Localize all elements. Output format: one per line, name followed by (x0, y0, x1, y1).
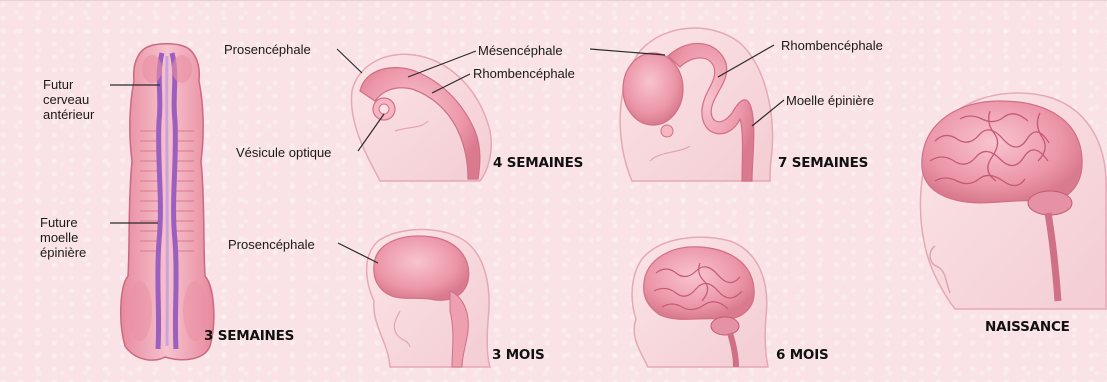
label-prosencephale-3m: Prosencéphale (228, 237, 315, 252)
embryo-4-weeks (337, 49, 491, 181)
label-line: épinière (40, 245, 86, 260)
label-line: moelle (40, 230, 86, 245)
fetus-3-months (338, 229, 490, 367)
label-line: Future (40, 215, 86, 230)
embryo-3-weeks (110, 44, 214, 360)
label-line: antérieur (43, 107, 94, 122)
label-futur-cerveau: Futur cerveau antérieur (43, 77, 94, 122)
label-rhombencephale-4w: Rhombencéphale (473, 66, 575, 81)
stage-6-mois: 6 MOIS (776, 347, 829, 363)
label-future-moelle: Future moelle épinière (40, 215, 86, 260)
label-moelle-epiniere: Moelle épinière (786, 93, 874, 108)
label-rhombencephale-7w: Rhombencéphale (781, 38, 883, 53)
label-line: Futur (43, 77, 94, 92)
newborn (920, 93, 1106, 309)
label-mesencephale-4w: Mésencéphale (478, 43, 563, 58)
label-prosencephale-4w: Prosencéphale (224, 42, 311, 57)
stage-naissance: NAISSANCE (985, 319, 1070, 335)
embryo-7-weeks (590, 28, 784, 181)
label-line: cerveau (43, 92, 94, 107)
stage-3-mois: 3 MOIS (492, 347, 545, 363)
fetus-6-months (632, 237, 768, 367)
stage-4-semaines: 4 SEMAINES (493, 155, 583, 171)
label-vesicule-optique: Vésicule optique (236, 145, 331, 160)
stage-7-semaines: 7 SEMAINES (778, 155, 868, 171)
stage-3-semaines: 3 SEMAINES (204, 328, 294, 344)
